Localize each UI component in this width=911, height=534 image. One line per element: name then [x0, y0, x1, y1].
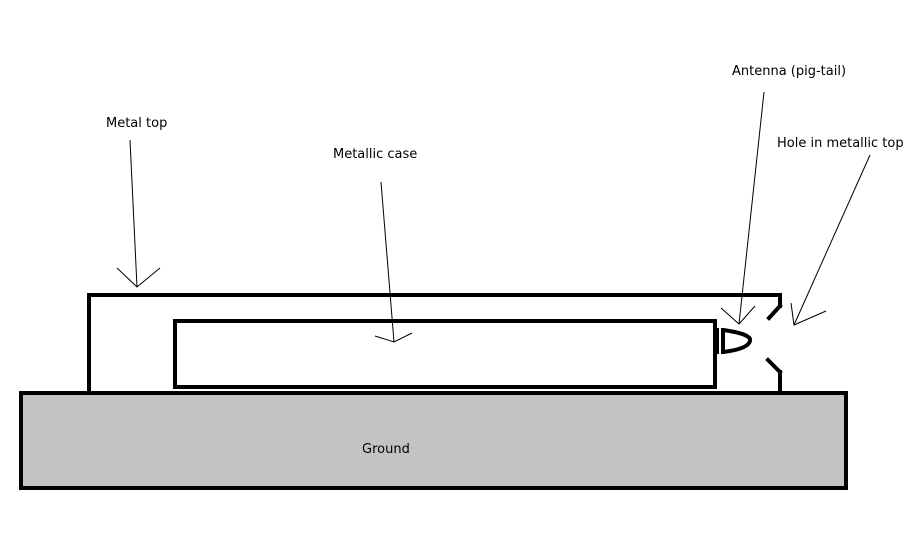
metallic-case-label: Metallic case: [333, 147, 417, 162]
hole-arrow-head: [790, 302, 827, 326]
metal-top-arrow-line: [129, 139, 138, 288]
hole-lower-edge: [765, 357, 783, 375]
hole-label: Hole in metallic top: [777, 136, 904, 151]
metallic-case-callout: Metallic case: [333, 147, 417, 343]
metallic-case-arrow-head: [374, 332, 413, 343]
metal-top-outline: [87, 293, 782, 393]
metal-top-enclosure: [87, 293, 783, 393]
antenna-callout: Antenna (pig-tail): [720, 64, 846, 325]
antenna-arrow-line: [738, 91, 765, 325]
hole-arrow-line: [793, 154, 871, 326]
metal-top-callout: Metal top: [106, 116, 167, 288]
ground-rect: [19, 391, 848, 490]
ground-label: Ground: [362, 442, 410, 457]
metal-top-label: Metal top: [106, 116, 167, 131]
antenna-tip: [722, 328, 753, 354]
metal-top-arrow-head: [116, 267, 161, 288]
hole-upper-edge: [766, 303, 783, 321]
metallic-case-rect: [173, 319, 717, 389]
hole-callout: Hole in metallic top: [777, 136, 904, 326]
antenna-label: Antenna (pig-tail): [732, 64, 846, 79]
metallic-case: [173, 319, 717, 389]
antenna-connector: [715, 328, 753, 354]
metallic-case-arrow-line: [380, 181, 395, 343]
antenna-arrow-head: [720, 305, 756, 325]
ground-block: Ground: [19, 391, 848, 490]
